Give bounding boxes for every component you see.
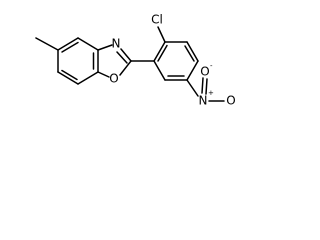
atom-o-nitro-top: O [200,65,209,79]
bond-c3a-n [97,44,113,51]
charge-o-minus: - [210,62,213,70]
molecule-svg: N O Cl N + O - O [35,13,236,108]
bond-benzo-2 [77,37,99,51]
bond-benzo-5-inner [61,69,78,81]
atom-o-nitro-right: O [226,94,235,108]
charge-n-plus: + [208,89,214,97]
bond-nitro-o-top-1 [201,77,204,94]
bond-ph-1 [153,41,166,62]
atom-cl: Cl [151,13,163,27]
bond-ph-1-inner [157,44,168,62]
bond-n-c2-1 [120,48,132,62]
bond-c-nitro [186,79,199,97]
bond-n-c2-2 [116,51,128,64]
structure-diagram: N O Cl N + O - O [0,0,259,145]
bond-nitro-o-top-2 [205,78,208,95]
atom-n-nitro: N [199,94,208,108]
bond-methyl [35,37,59,51]
atom-o-oxazole: O [109,72,118,86]
bond-o-c7a [97,71,110,78]
bond-benzo-1-inner [61,41,79,53]
atom-n-oxazole: N [112,37,121,51]
bond-c-cl [157,26,166,43]
bond-ph-3-inner [184,45,195,62]
bond-c2-o [119,60,132,76]
bond-benzo-1 [57,37,79,51]
bond-ph-6 [153,60,166,81]
bond-benzo-5 [57,71,79,85]
bond-ph-3 [186,41,199,62]
bond-benzo-4 [77,71,99,85]
bond-ph-4 [186,60,199,81]
